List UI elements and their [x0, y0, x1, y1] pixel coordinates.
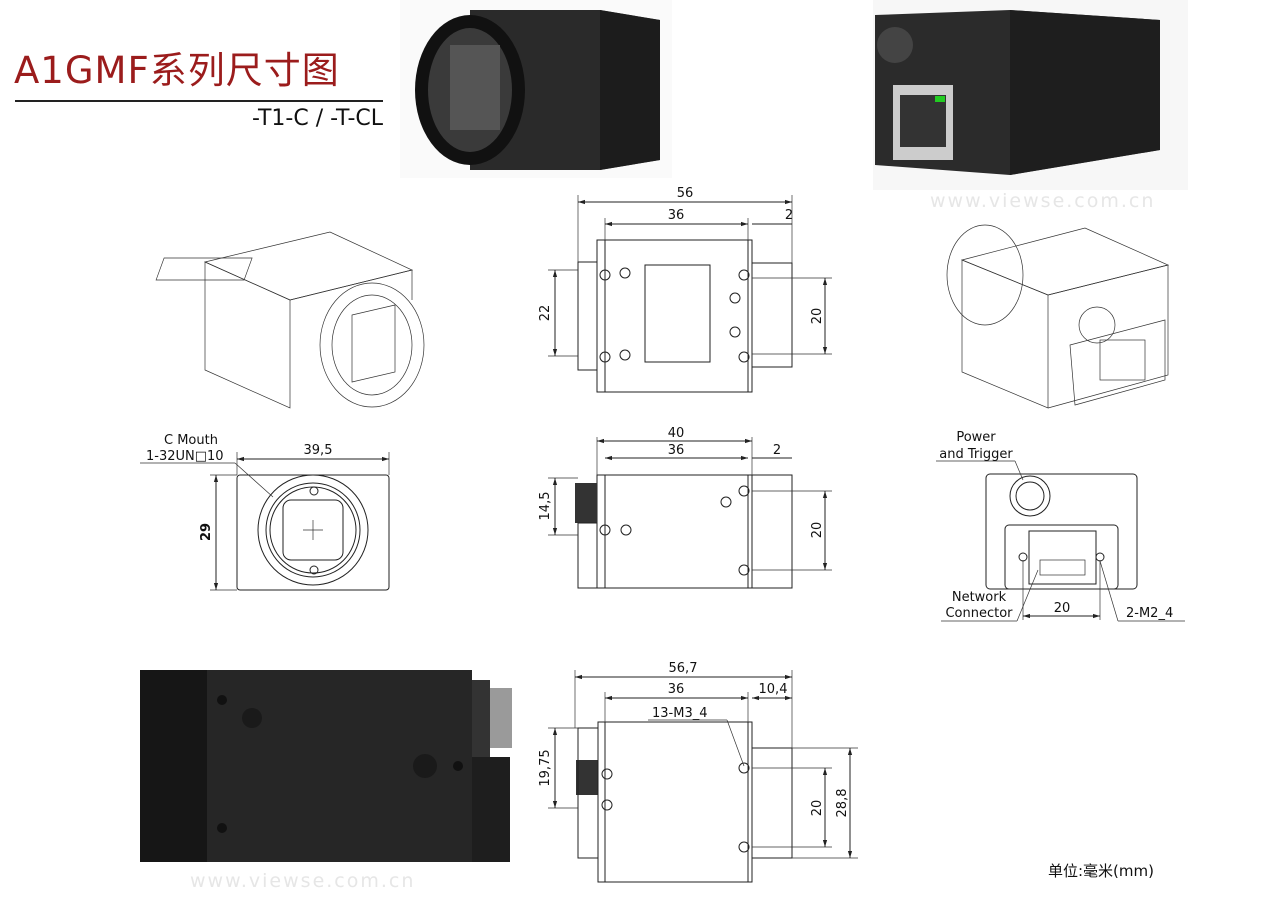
screw-spec-label: 13-M3_4: [652, 706, 708, 721]
title-divider: [15, 100, 383, 102]
dim-body-length: 36: [668, 443, 685, 458]
dim-overall-length: 40: [668, 426, 685, 441]
network-connector-label-2: Connector: [945, 606, 1013, 621]
top-view-drawing: [548, 195, 832, 393]
dim-overall-length: 56: [677, 186, 694, 201]
dim-hole-spacing: 20: [1054, 601, 1071, 616]
power-trigger-label: Power: [956, 430, 996, 445]
watermark: www.viewse.com.cn: [190, 870, 416, 892]
model-subtitle: -T1-C / -T-CL: [252, 106, 383, 131]
c-mount-label: C Mouth: [164, 433, 218, 448]
dim-rear-length: 10,4: [759, 682, 788, 697]
dim-left-height: 22: [538, 305, 553, 322]
camera-photo-front: [400, 0, 672, 178]
front-view-drawing: [140, 452, 390, 591]
dim-overall-length: 56,7: [669, 661, 698, 676]
camera-photo-rear: [873, 0, 1188, 190]
camera-photo-side: [140, 670, 512, 862]
dim-body-length: 36: [668, 682, 685, 697]
bottom-view-drawing: [548, 670, 858, 883]
dim-right-height: 20: [810, 522, 825, 539]
iso-view-front: [155, 231, 425, 409]
unit-label: 单位:毫米(mm): [1048, 862, 1154, 880]
dim-body-length: 36: [668, 208, 685, 223]
dim-right-height: 20: [810, 308, 825, 325]
dim-left-height: 19,75: [538, 749, 553, 786]
network-connector-label: Network: [952, 590, 1007, 605]
dim-left-height: 14,5: [538, 492, 553, 521]
dim-flange: 2: [785, 208, 793, 223]
dim-right-height: 28,8: [835, 789, 850, 818]
thread-label: 1-32UN□10: [146, 449, 224, 464]
page-title: A1GMF系列尺寸图: [14, 49, 340, 92]
screw-spec-label: 2-M2_4: [1126, 606, 1173, 621]
dim-width: 39,5: [304, 443, 333, 458]
iso-view-rear: [946, 224, 1170, 409]
dim-flange: 2: [773, 443, 781, 458]
rear-view-drawing: [936, 460, 1185, 622]
power-trigger-label-2: and Trigger: [939, 447, 1013, 462]
dim-hole-spacing: 20: [810, 800, 825, 817]
side-view-drawing: [548, 437, 832, 589]
watermark: www.viewse.com.cn: [930, 190, 1156, 212]
dim-height: 29: [199, 523, 214, 541]
